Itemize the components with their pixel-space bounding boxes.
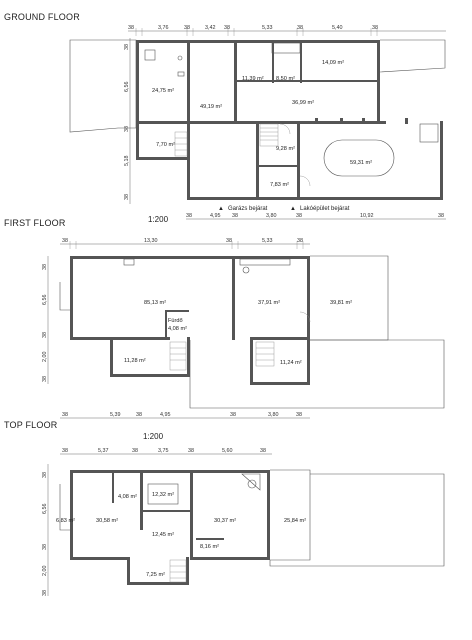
gf-top-dim: 3,76 (158, 25, 169, 31)
gf-room-area: 59,31 m² (350, 160, 372, 166)
gf-top-dim: 38 (224, 25, 230, 31)
ff-bottom-dim: 38 (296, 412, 302, 418)
tf-room-area: 12,32 m² (152, 492, 174, 498)
gf-top-dim: 38 (297, 25, 303, 31)
gf-room-area: 36,99 m² (292, 100, 314, 106)
tf-top-dim: 38 (62, 448, 68, 454)
gf-left-dim: 38 (124, 126, 130, 132)
ff-room-area: 4,08 m² (168, 326, 187, 332)
tf-top-dim: 5,37 (98, 448, 109, 454)
tf-left-dim: 38 (42, 472, 48, 478)
tf-top-dim: 3,75 (158, 448, 169, 454)
ff-room-area: 85,13 m² (144, 300, 166, 306)
tf-top-dim: 38 (260, 448, 266, 454)
gf-room-area: 8,50 m² (276, 76, 295, 82)
ff-top-dim: 38 (297, 238, 303, 244)
tf-left-dim: 38 (42, 544, 48, 550)
first-floor-plan: 38 13,30 38 5,33 38 38 6,56 38 2,00 38 (42, 238, 445, 419)
ff-room-area: 37,91 m² (258, 300, 280, 306)
pool-icon (323, 139, 395, 177)
ff-bottom-dim: 5,39 (110, 412, 121, 418)
gf-room-area: 14,09 m² (322, 60, 344, 66)
gf-room-area: 49,19 m² (200, 104, 222, 110)
ff-top-dim: 38 (226, 238, 232, 244)
tf-top-dim: 5,60 (222, 448, 233, 454)
ff-room-area: 11,24 m² (280, 360, 302, 366)
house-entrance-marker: ▲ (290, 206, 296, 212)
gf-top-dim: 38 (128, 25, 134, 31)
ff-bottom-dim: 3,80 (268, 412, 279, 418)
top-floor-title: TOP FLOOR (4, 420, 58, 430)
tf-room-area: 8,16 m² (200, 544, 219, 550)
first-floor-scale: 1:200 (148, 215, 169, 224)
tf-room-area: 30,58 m² (96, 518, 118, 524)
gf-left-dim: 5,18 (124, 156, 130, 167)
gf-room-area: 7,70 m² (156, 142, 175, 148)
tf-left-dim: 2,00 (42, 566, 48, 577)
ff-room-label: Fürdő (168, 318, 183, 324)
tf-room-area: 12,45 m² (152, 532, 174, 538)
ground-floor-title: GROUND FLOOR (4, 12, 80, 22)
gf-left-dim: 38 (124, 194, 130, 200)
ff-bottom-dim: 38 (136, 412, 142, 418)
gf-room-area: 7,83 m² (270, 182, 289, 188)
first-floor-title: FIRST FLOOR (4, 218, 66, 228)
gf-bottom-dim: 38 (232, 213, 238, 219)
ff-bottom-dim: 38 (230, 412, 236, 418)
gf-top-dim: 3,42 (205, 25, 216, 31)
garage-entrance-marker: ▲ (218, 206, 224, 212)
gf-top-dim: 5,33 (262, 25, 273, 31)
gf-top-dim: 38 (372, 25, 378, 31)
ff-room-area: 39,81 m² (330, 300, 352, 306)
house-entrance-label: Lakóépület bejárat (300, 206, 350, 212)
ff-top-dim: 5,33 (262, 238, 273, 244)
gf-room-area: 11,39 m² (242, 76, 264, 82)
gf-left-dim: 38 (124, 44, 130, 50)
gf-bottom-dim: 38 (438, 213, 444, 219)
ff-left-dim: 38 (42, 376, 48, 382)
tf-room-area: 30,37 m² (214, 518, 236, 524)
gf-bottom-dim: 3,80 (266, 213, 277, 219)
tf-top-dim: 38 (132, 448, 138, 454)
tf-left-dim: 38 (42, 590, 48, 596)
gf-bottom-dim: 10,92 (360, 213, 374, 219)
garage-entrance-label: Garázs bejárat (228, 206, 268, 212)
gf-bottom-dim: 4,95 (210, 213, 221, 219)
tf-top-dim: 38 (188, 448, 194, 454)
tf-room-area: 7,25 m² (146, 572, 165, 578)
gf-top-dim: 38 (184, 25, 190, 31)
tf-room-area: 25,84 m² (284, 518, 306, 524)
top-floor-scale: 1:200 (143, 432, 164, 441)
gf-bottom-dim: 38 (296, 213, 302, 219)
ground-floor-plan: 38 3,76 38 3,42 38 5,33 38 5,40 38 38 6,… (69, 25, 446, 220)
ff-left-dim: 38 (42, 332, 48, 338)
ff-left-dim: 6,56 (42, 295, 48, 306)
tf-room-area: 4,08 m² (118, 494, 137, 500)
gf-bottom-dim: 38 (186, 213, 192, 219)
ff-room-area: 11,28 m² (124, 358, 146, 364)
gf-room-area: 9,28 m² (276, 146, 295, 152)
tf-room-area: 6,83 m² (56, 518, 75, 524)
top-floor-plan: 38 5,37 38 3,75 38 5,60 38 38 6,56 38 2,… (42, 448, 445, 596)
gf-left-dim: 6,56 (124, 82, 130, 93)
gf-room-area: 24,75 m² (152, 88, 174, 94)
ff-left-dim: 2,00 (42, 352, 48, 363)
ff-top-dim: 13,30 (144, 238, 158, 244)
tf-left-dim: 6,56 (42, 504, 48, 515)
ff-left-dim: 38 (42, 264, 48, 270)
ff-bottom-dim: 4,95 (160, 412, 171, 418)
ff-bottom-dim: 38 (62, 412, 68, 418)
gf-top-dim: 5,40 (332, 25, 343, 31)
ff-top-dim: 38 (62, 238, 68, 244)
